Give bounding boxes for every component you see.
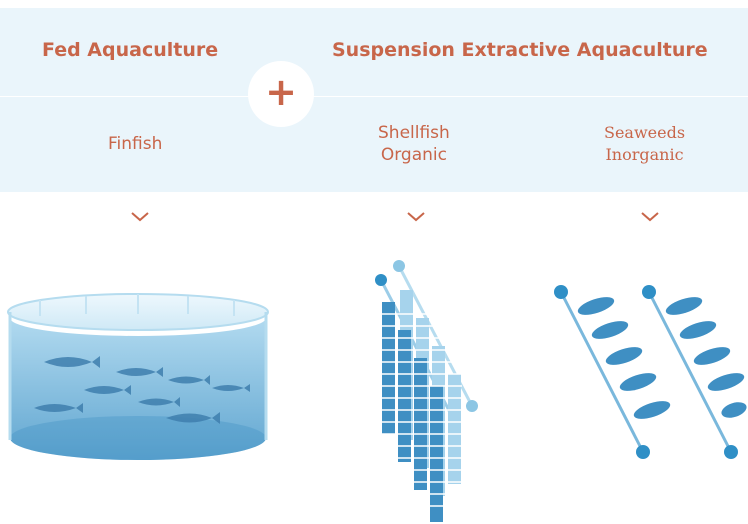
inorganic-label: Inorganic	[605, 145, 684, 164]
seaweeds-label-group: Seaweeds Inorganic	[604, 122, 685, 166]
chevron-down-icon	[641, 212, 659, 222]
seaweeds-label: Seaweeds	[604, 123, 686, 142]
seaweed-rope-icon	[554, 285, 747, 459]
shellfish-rope-icon	[375, 260, 478, 522]
plus-icon: +	[248, 61, 314, 127]
fish-tank-icon	[7, 293, 269, 460]
shellfish-label: Shellfish	[378, 123, 450, 143]
header-band	[0, 8, 748, 192]
chevron-down-icon	[407, 212, 425, 222]
shellfish-label-group: Shellfish Organic	[378, 122, 450, 166]
chevron-down-icon	[131, 212, 149, 222]
fed-aquaculture-title: Fed Aquaculture	[42, 39, 219, 61]
finfish-label: Finfish	[108, 134, 163, 154]
suspension-extractive-title: Suspension Extractive Aquaculture	[332, 39, 708, 61]
organic-label: Organic	[380, 145, 447, 165]
band-divider	[0, 96, 748, 97]
